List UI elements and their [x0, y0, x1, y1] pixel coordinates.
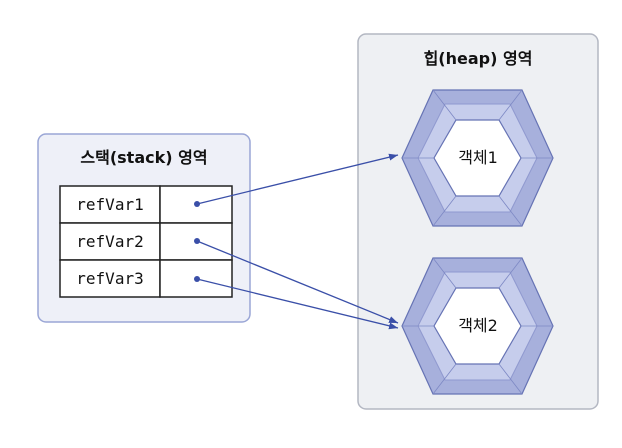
heap-object-label: 객체2 — [458, 316, 498, 335]
arrow-refvar2-to-object2 — [196, 240, 399, 324]
reference-arrows — [196, 153, 399, 330]
stack-name-cell — [59, 222, 161, 261]
heap-region-title: 힙(heap) 영역 — [424, 49, 533, 68]
stack-name-cell — [59, 259, 161, 298]
stack-region-title: 스택(stack) 영역 — [80, 148, 207, 167]
stack-variable-name: refVar3 — [76, 269, 143, 288]
heap-object-label: 객체1 — [458, 148, 498, 167]
stack-row-refvar2: refVar2 — [59, 222, 233, 261]
heap-object-1: 객체1 — [401, 89, 554, 227]
stack-variable-name: refVar2 — [76, 232, 143, 251]
heap-object-2: 객체2 — [401, 257, 554, 395]
arrow-refvar3-to-object2 — [196, 278, 399, 330]
arrow-refvar1-to-object1 — [196, 153, 399, 205]
hexagon-facets — [402, 257, 553, 395]
hexagon-facets — [402, 89, 553, 227]
stack-variable-table: refVar1 refVar2 refVar3 — [59, 185, 233, 298]
stack-variable-name: refVar1 — [76, 195, 143, 214]
stack-row-refvar1: refVar1 — [59, 185, 233, 224]
stack-row-refvar3: refVar3 — [59, 259, 233, 298]
